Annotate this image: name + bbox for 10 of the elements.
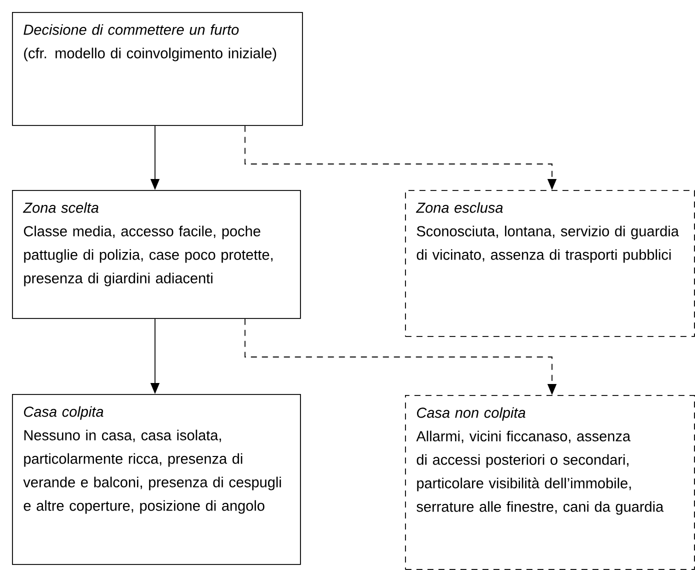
excluded-box <box>405 190 695 337</box>
box-text: Zona scelta Classe media, accesso facile, poche pattuglie di polizia, case poco protette, presenza di giardini adiacenti <box>22 202 273 286</box>
box-text: Casa non colpita Allarmi, vicini ficcanaso, assenza di accessi posteriori o secondari, particolare visibilità dell’immobile, serrature alle finestre, cani da guardia <box>416 407 664 515</box>
process-box <box>12 190 301 319</box>
excluded-box <box>405 395 695 570</box>
box-text: Zona esclusa Sconosciuta, lontana, servizio di guardia di vicinato, assenza di trasporti pubblici <box>416 202 679 263</box>
process-box <box>12 12 303 126</box>
box-text: Casa colpita Nessuno in casa, casa isolata, particolarmente ricca, presenza di verande e balconi, presenza di cespugli e altre coperture, posizione di angolo <box>23 406 281 514</box>
box-text: Decisione di commettere un furto (cfr. modello di coinvolgimento iniziale) <box>24 24 276 62</box>
process-box <box>12 394 301 565</box>
